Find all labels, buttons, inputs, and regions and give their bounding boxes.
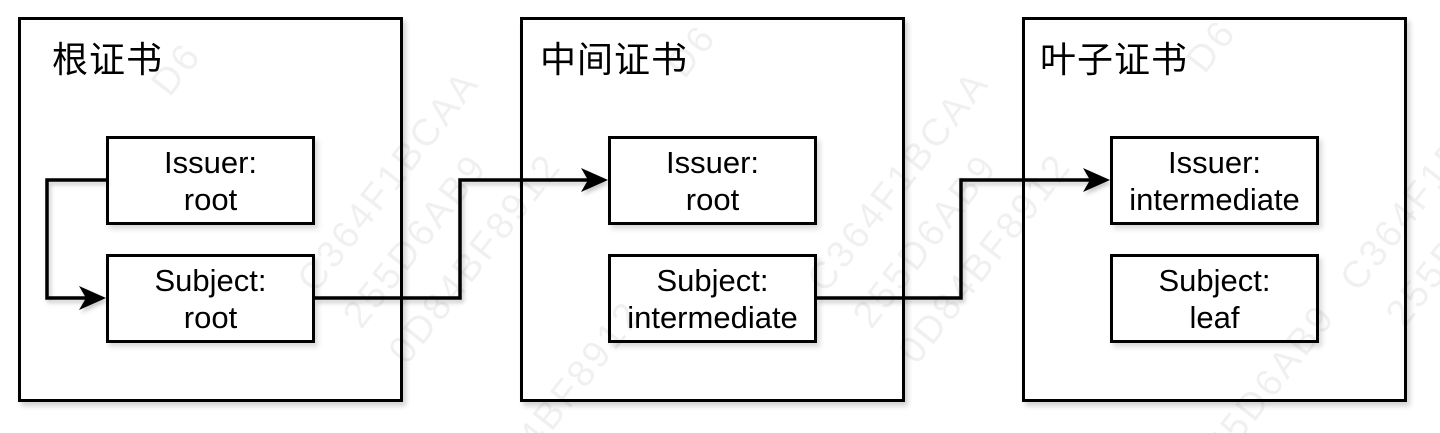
issuer-label: Issuer: <box>1167 144 1262 180</box>
intermediate-certificate-title: 中间证书 <box>540 39 689 80</box>
subject-label: Subject: <box>154 262 267 298</box>
subject-label: Subject: <box>656 262 769 298</box>
root-issuer-box: Issuer: root <box>106 136 315 225</box>
root-subject-box: Subject: root <box>106 254 315 343</box>
subject-value: root <box>183 299 238 335</box>
subject-value: leaf <box>1189 299 1240 335</box>
issuer-value: root <box>685 181 740 217</box>
leaf-subject-box: Subject: leaf <box>1110 254 1319 343</box>
root-certificate-title: 根证书 <box>52 39 164 80</box>
root-certificate-card: 根证书 Issuer: root Subject: root <box>18 17 403 402</box>
issuer-label: Issuer: <box>665 144 760 180</box>
intermediate-issuer-box: Issuer: root <box>608 136 817 225</box>
issuer-value: root <box>183 181 238 217</box>
leaf-issuer-box: Issuer: intermediate <box>1110 136 1319 225</box>
intermediate-certificate-card: 中间证书 Issuer: root Subject: intermediate <box>520 17 905 402</box>
leaf-certificate-title: 叶子证书 <box>1040 39 1189 80</box>
issuer-label: Issuer: <box>163 144 258 180</box>
leaf-certificate-card: 叶子证书 Issuer: intermediate Subject: leaf <box>1022 17 1407 402</box>
subject-label: Subject: <box>1158 262 1271 298</box>
subject-value: intermediate <box>627 299 798 335</box>
intermediate-subject-box: Subject: intermediate <box>608 254 817 343</box>
issuer-value: intermediate <box>1129 181 1300 217</box>
